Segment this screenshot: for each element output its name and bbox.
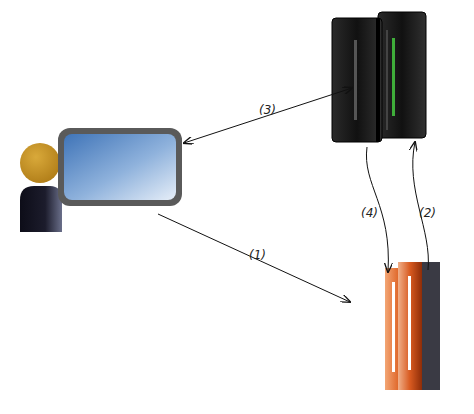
callout-number: (1) (249, 248, 266, 262)
black-server (332, 12, 426, 142)
arrow-3 (184, 88, 352, 143)
user-icon (20, 143, 62, 232)
arrow-1 (158, 214, 350, 302)
arrows (158, 88, 428, 302)
callout-number: (2) (419, 206, 436, 220)
callout-number: (3) (259, 103, 276, 117)
orange-server (385, 262, 440, 390)
monitor-icon (58, 128, 182, 206)
callout-number: (4) (361, 206, 378, 220)
